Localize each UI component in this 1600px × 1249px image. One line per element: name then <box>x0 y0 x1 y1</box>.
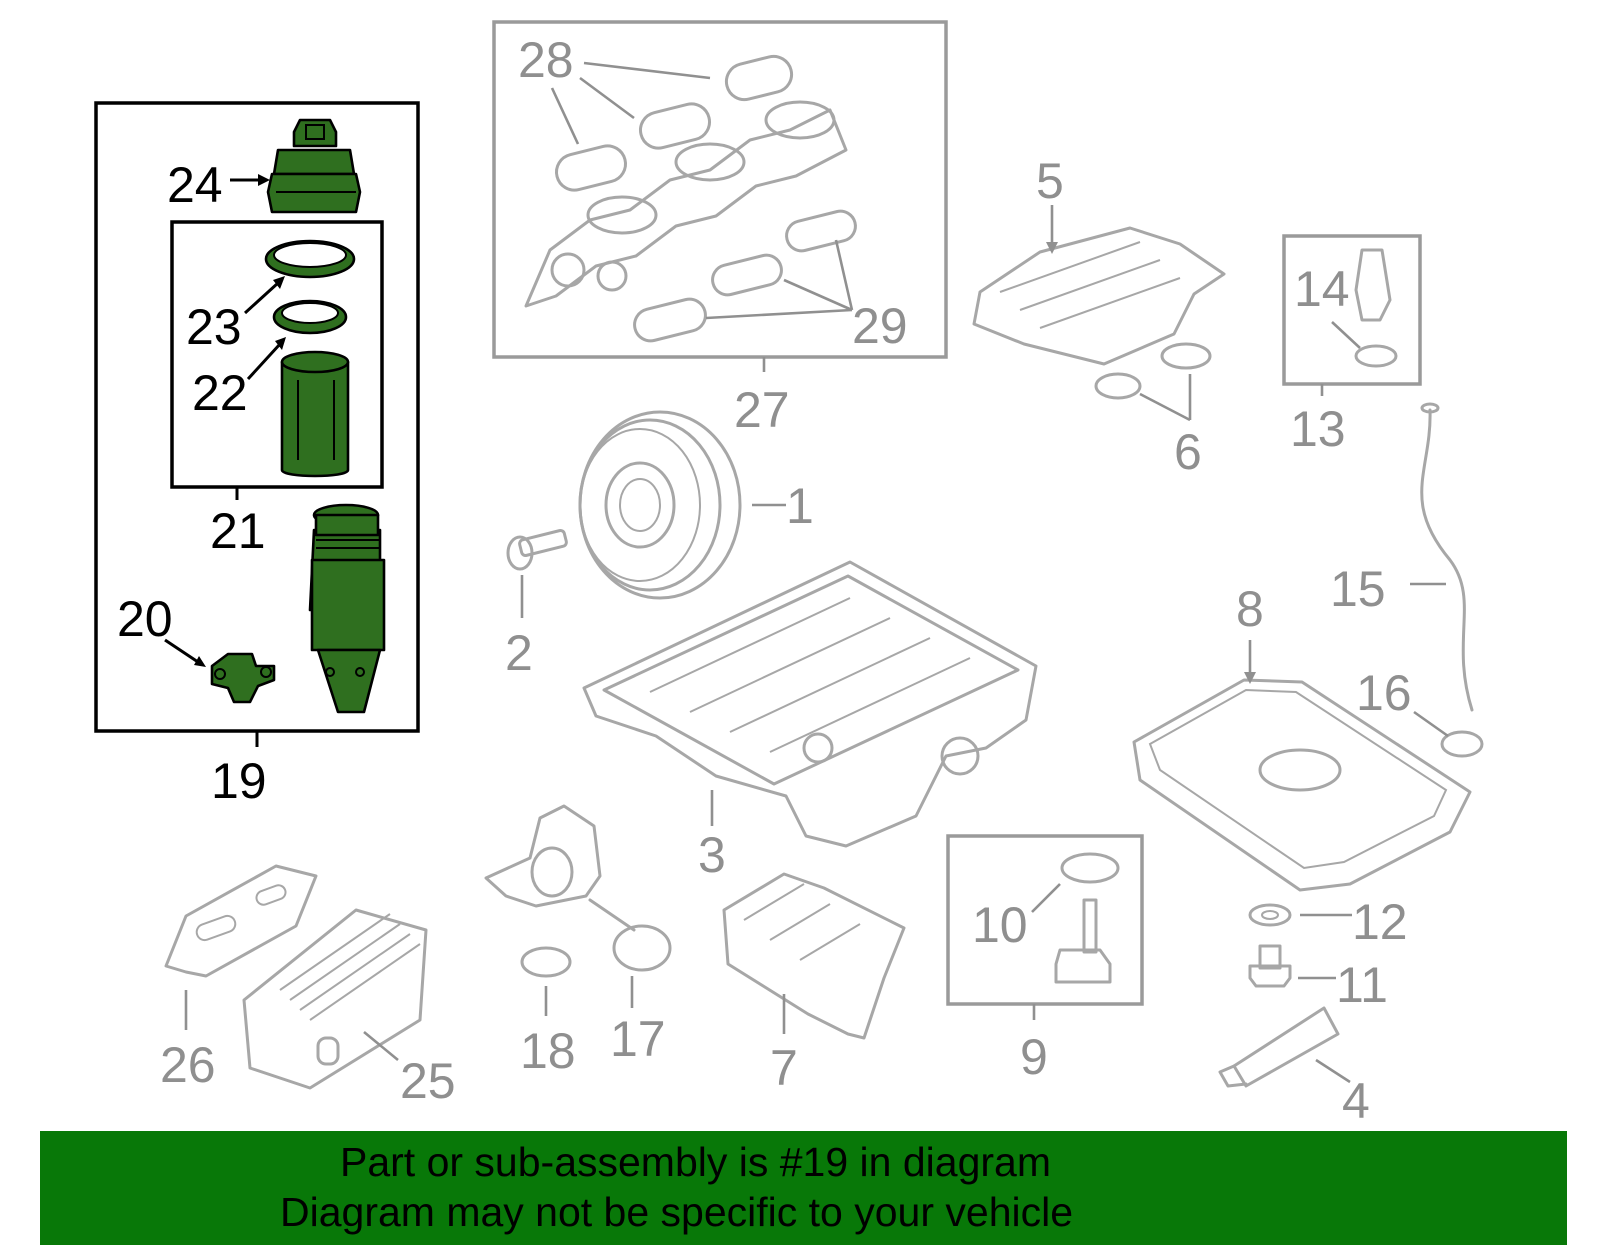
part-16-o-ring[interactable] <box>1440 730 1484 758</box>
part-14-o-ring[interactable] <box>1354 344 1398 368</box>
callout-25: 25 <box>400 1053 456 1109</box>
assembly-9-box <box>946 834 1144 1006</box>
info-banner: Part or sub-assembly is #19 in diagram D… <box>40 1131 1567 1245</box>
callout-29: 29 <box>852 298 908 354</box>
part-3-lower-block[interactable] <box>582 560 1038 848</box>
callout-6: 6 <box>1174 424 1202 480</box>
part-26-gasket[interactable] <box>164 864 318 978</box>
part-18-o-ring[interactable] <box>520 946 572 978</box>
callout-11: 11 <box>1336 957 1388 1013</box>
part-11-drain-plug[interactable] <box>1248 944 1292 988</box>
callout-26: 26 <box>160 1037 216 1093</box>
callout-15: 15 <box>1330 561 1386 617</box>
part-22-seal[interactable] <box>272 299 348 335</box>
part-25-oil-cooler[interactable] <box>242 908 428 1090</box>
assembly-21-box <box>170 220 384 489</box>
callout-13: 13 <box>1290 401 1346 457</box>
callout-27: 27 <box>734 382 790 438</box>
part-17-oil-pump[interactable] <box>484 804 672 972</box>
part-19-housing[interactable] <box>308 503 386 714</box>
banner-line-2: Diagram may not be specific to your vehi… <box>280 1189 1074 1235</box>
part-9-sensor[interactable] <box>1054 898 1112 984</box>
part-15-dipstick-tube[interactable] <box>1420 402 1474 712</box>
callout-24: 24 <box>167 157 223 213</box>
callout-17: 17 <box>610 1011 666 1067</box>
callout-14: 14 <box>1294 261 1350 317</box>
part-28-gaskets[interactable] <box>553 53 796 194</box>
part-21-filter-element[interactable] <box>280 350 350 478</box>
part-29-gaskets[interactable] <box>631 208 858 344</box>
callout-5: 5 <box>1036 153 1064 209</box>
callout-1: 1 <box>786 478 814 534</box>
callout-9: 9 <box>1020 1029 1048 1085</box>
callout-8: 8 <box>1236 581 1264 637</box>
callout-23: 23 <box>186 299 242 355</box>
part-14-dipstick-handle[interactable] <box>1354 248 1392 322</box>
callout-3: 3 <box>698 827 726 883</box>
part-6-seals[interactable] <box>1094 342 1212 400</box>
banner-line-1: Part or sub-assembly is #19 in diagram <box>340 1139 1051 1185</box>
part-7-baffle[interactable] <box>722 872 906 1040</box>
assembly-13-box <box>1282 234 1422 386</box>
part-20-sensor[interactable] <box>210 652 276 704</box>
assembly-27-box <box>492 20 948 359</box>
part-23-seal[interactable] <box>264 239 356 279</box>
callout-28: 28 <box>518 32 574 88</box>
part-1-pulley[interactable] <box>578 410 742 600</box>
part-8-oil-pan[interactable] <box>1132 678 1472 892</box>
part-12-washer[interactable] <box>1248 903 1292 927</box>
callout-4: 4 <box>1342 1073 1370 1129</box>
part-24-cap[interactable] <box>266 118 362 214</box>
part-27-manifold[interactable] <box>524 100 848 308</box>
callout-20: 20 <box>117 591 173 647</box>
part-5-cover[interactable] <box>972 226 1226 366</box>
callout-10: 10 <box>972 897 1028 953</box>
callout-19: 19 <box>211 753 267 809</box>
callout-22: 22 <box>192 365 248 421</box>
callout-16: 16 <box>1356 665 1412 721</box>
part-2-bolt[interactable] <box>506 529 568 571</box>
part-4-sealant-tube[interactable] <box>1218 1006 1340 1088</box>
callout-21: 21 <box>210 503 266 559</box>
callout-2: 2 <box>505 625 533 681</box>
part-10-seal[interactable] <box>1060 852 1120 884</box>
callout-7: 7 <box>770 1040 798 1096</box>
callout-18: 18 <box>520 1023 576 1079</box>
callout-12: 12 <box>1352 894 1408 950</box>
